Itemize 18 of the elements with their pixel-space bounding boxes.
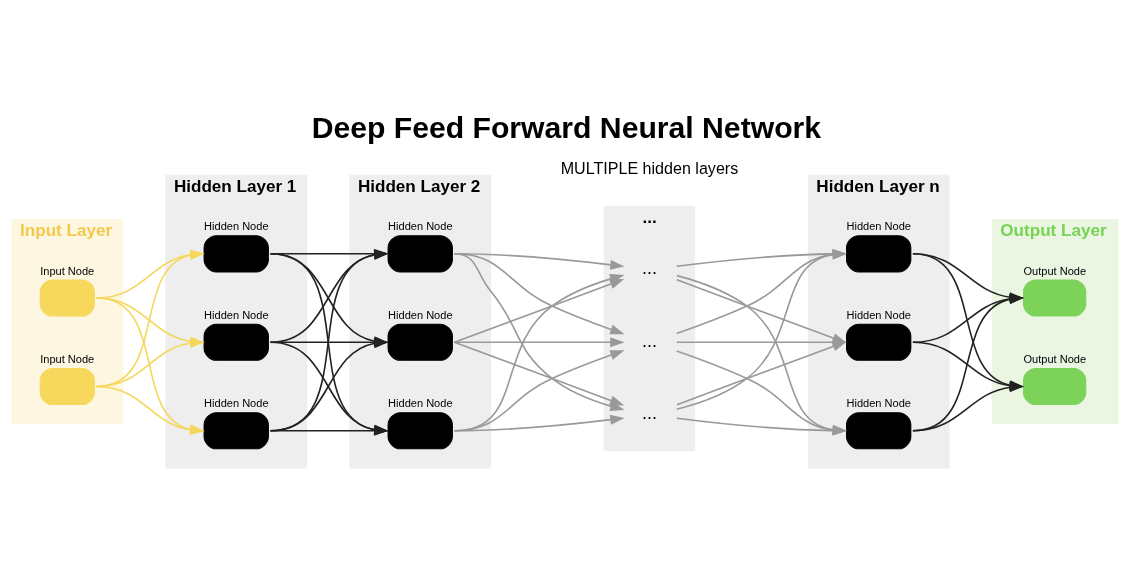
node-text: ...	[641, 402, 657, 423]
node-label: Hidden Node	[204, 219, 269, 232]
node-text: ...	[641, 257, 657, 278]
node-label: Output Node	[1023, 352, 1087, 365]
diagram-title: Deep Feed Forward Neural Network	[311, 110, 822, 144]
label: MULTIPLE hidden layers	[560, 158, 739, 177]
node-label: Hidden Node	[204, 396, 269, 409]
node-label: Hidden Node	[846, 396, 912, 409]
node-label: Hidden Node	[204, 308, 269, 321]
node-label: Output Node	[1023, 264, 1087, 277]
node-label: Hidden Node	[846, 308, 912, 321]
node-label: Input Node	[40, 352, 95, 365]
node-text: ...	[641, 330, 657, 351]
node-label: Hidden Node	[846, 219, 912, 232]
node-label: Hidden Node	[388, 396, 453, 409]
node-label: Input Node	[40, 264, 95, 277]
node-label: Hidden Node	[388, 308, 453, 321]
node-label: Hidden Node	[388, 219, 453, 232]
